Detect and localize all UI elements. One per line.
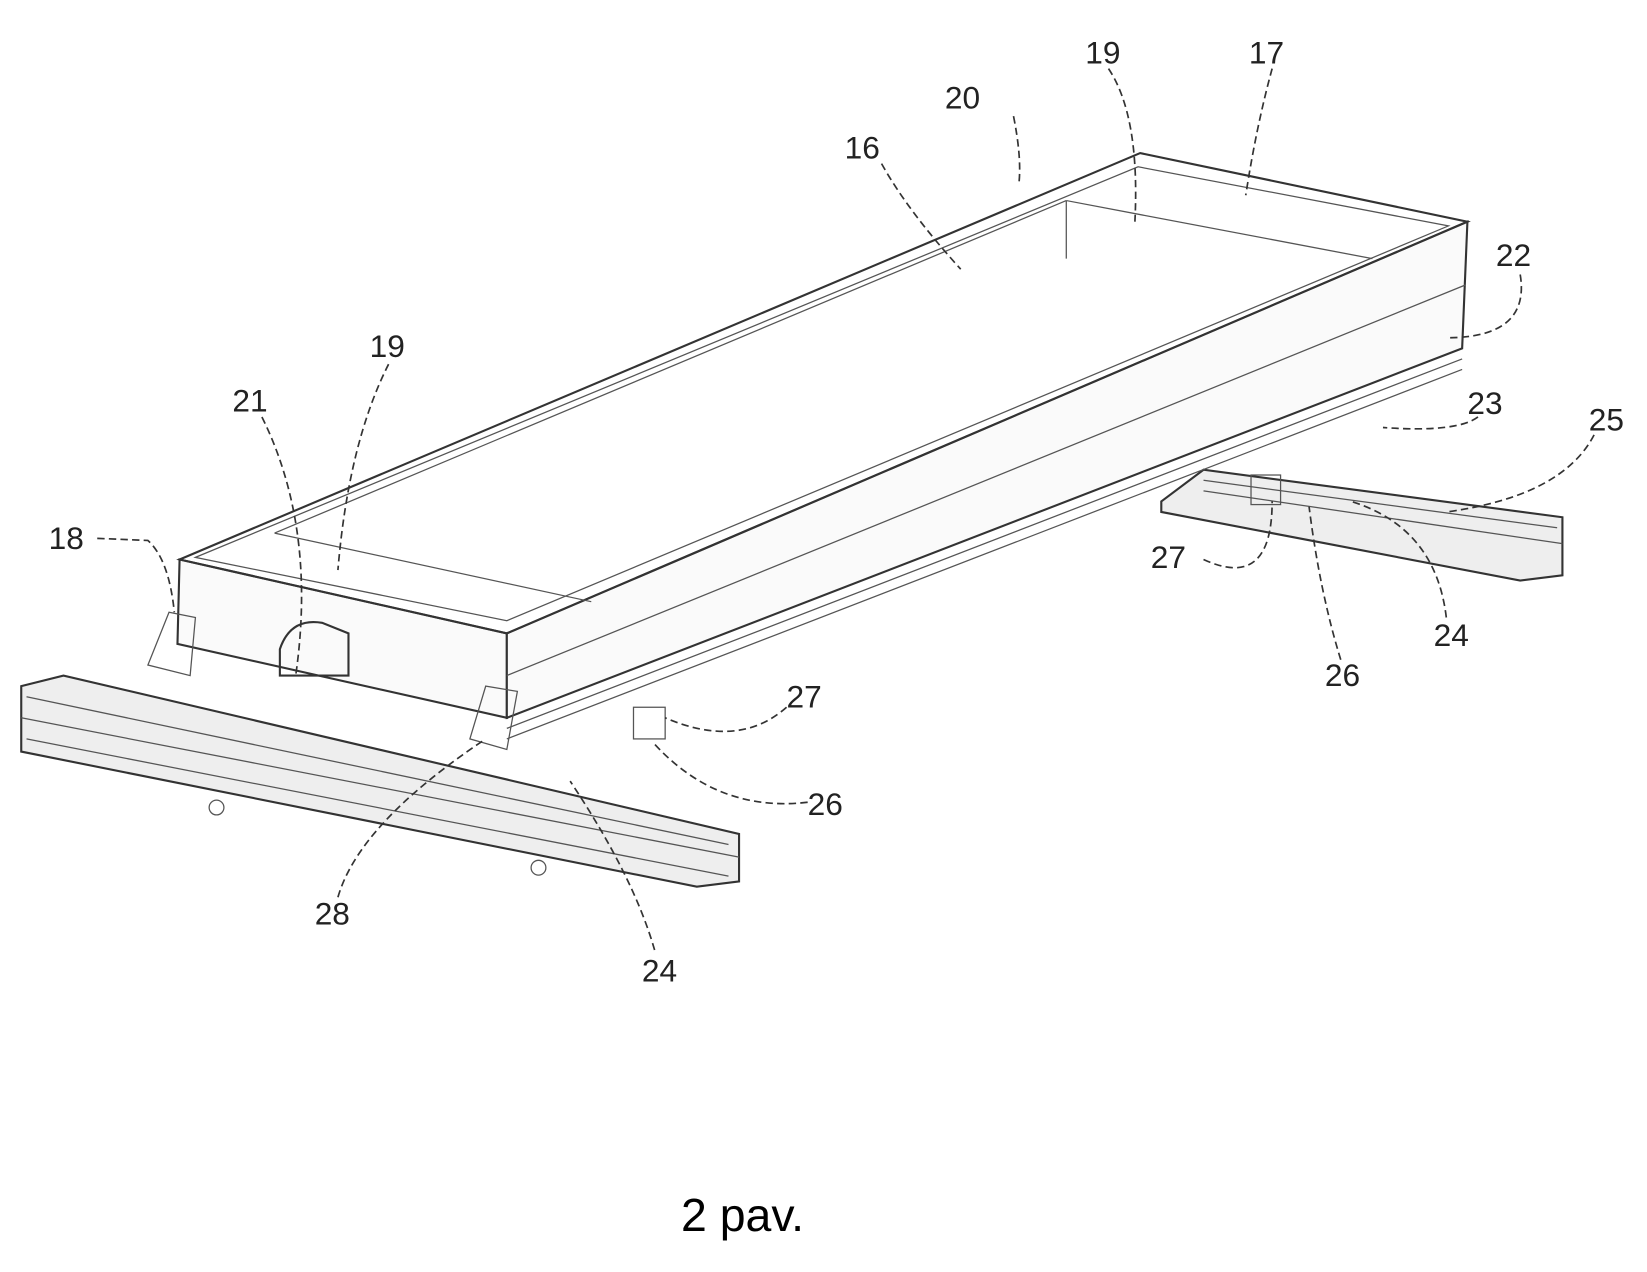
label-23: 23 <box>1467 385 1502 421</box>
label-26-back: 26 <box>1325 657 1360 693</box>
label-17: 17 <box>1249 34 1284 70</box>
label-27-back: 27 <box>1151 539 1186 575</box>
back-rail <box>1161 470 1562 581</box>
label-21: 21 <box>232 383 267 419</box>
front-rail <box>21 676 739 887</box>
label-16: 16 <box>845 129 880 165</box>
frame-box <box>148 153 1468 749</box>
label-24-back: 24 <box>1434 617 1469 653</box>
label-19-left: 19 <box>370 328 405 364</box>
label-19-top: 19 <box>1085 34 1120 70</box>
label-18: 18 <box>49 520 84 556</box>
label-20: 20 <box>945 80 980 116</box>
label-25: 25 <box>1589 402 1624 438</box>
label-28: 28 <box>315 896 350 932</box>
label-24-front: 24 <box>642 953 677 989</box>
label-26-front: 26 <box>808 786 843 822</box>
label-27-front: 27 <box>787 678 822 714</box>
figure-caption: 2 pav. <box>681 1189 804 1241</box>
label-22: 22 <box>1496 237 1531 273</box>
